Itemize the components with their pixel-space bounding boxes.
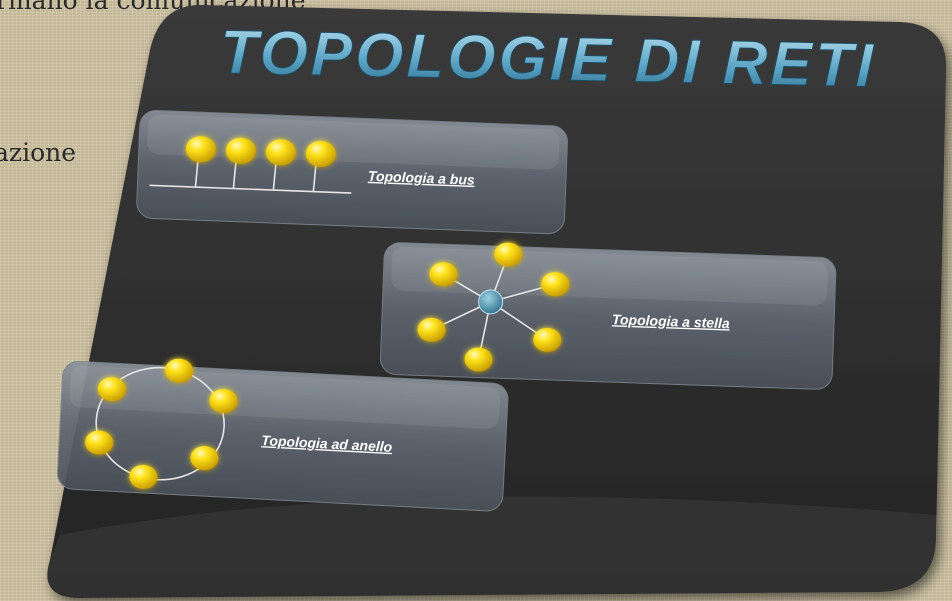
network-node (541, 272, 570, 297)
network-node (164, 358, 193, 383)
ring-diagram (95, 366, 225, 481)
panel-star-topology: Topologia a stella (380, 242, 837, 390)
network-node (305, 140, 336, 167)
hub-node (478, 289, 504, 315)
panel-bus-topology: Topologia a bus (136, 110, 568, 235)
background-text-line: azione (0, 138, 77, 167)
network-node (209, 388, 238, 414)
network-node (185, 136, 216, 163)
ring-label[interactable]: Topologia ad anello (261, 432, 393, 455)
network-node (417, 317, 446, 342)
network-node (190, 446, 219, 471)
network-node (85, 430, 114, 455)
network-node (129, 464, 158, 489)
network-node (429, 262, 458, 287)
network-node (494, 242, 523, 267)
board-gloss (47, 496, 939, 598)
slide-title: TOPOLOGIE DI RETI (219, 18, 876, 101)
network-node (265, 139, 296, 166)
bus-label[interactable]: Topologia a bus (368, 168, 476, 188)
network-node (464, 347, 493, 372)
star-label[interactable]: Topologia a stella (612, 311, 730, 331)
network-node (533, 327, 562, 352)
panel-ring-topology: Topologia ad anello (56, 358, 509, 512)
network-node (97, 377, 126, 402)
network-node (225, 137, 256, 164)
